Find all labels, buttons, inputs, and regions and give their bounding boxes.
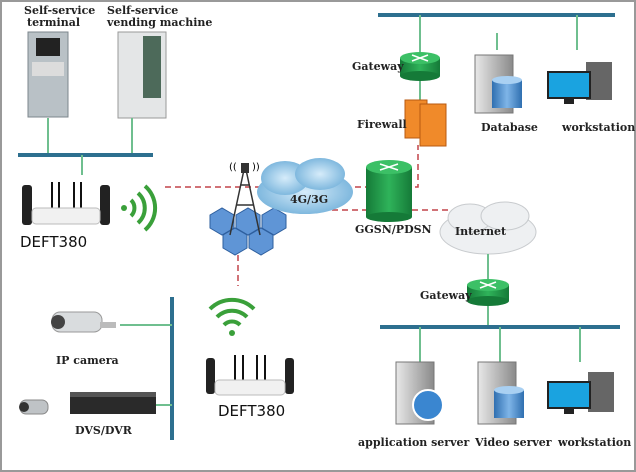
dvr-icon <box>19 392 156 415</box>
terminal-label-2: terminal <box>27 16 80 29</box>
dvr-label: DVS/DVR <box>75 424 133 437</box>
database-label: Database <box>481 121 538 134</box>
workstation-icon <box>547 372 614 414</box>
workstation-bottom-label: workstation <box>557 436 631 449</box>
workstation-icon <box>547 62 612 104</box>
vending-machine-icon <box>117 31 167 119</box>
video-server-label: Video server <box>474 436 552 449</box>
ip-camera-icon <box>51 311 116 333</box>
router-deft380-icon <box>22 182 110 225</box>
firewall-label: Firewall <box>357 118 407 131</box>
vending-label-1: Self-service <box>107 4 178 17</box>
workstation-top-label: workstation <box>561 121 635 134</box>
internet-label: Internet <box>455 225 507 238</box>
svg-text:)): )) <box>252 162 260 173</box>
wifi-icon <box>208 297 256 336</box>
ggsn-label: GGSN/PDSN <box>355 223 432 236</box>
video-server-icon <box>477 361 524 425</box>
gateway-top-label: Gateway <box>352 60 404 73</box>
router-1-label: DEFT380 <box>20 233 87 251</box>
cell-tower-icon: (( )) <box>209 162 287 256</box>
firewall-icon <box>404 99 447 147</box>
internet-cloud <box>439 201 537 255</box>
database-server-icon <box>474 54 522 114</box>
gateway-bottom-label: Gateway <box>420 289 472 302</box>
router-deft380-icon <box>206 355 294 396</box>
app-server-label: application server <box>358 436 469 449</box>
gateway-router-icon <box>400 52 440 81</box>
application-server-icon <box>395 361 444 425</box>
vending-label-2: vending machine <box>106 16 212 29</box>
terminal-label-1: Self-service <box>24 4 95 17</box>
svg-text:((: (( <box>229 162 237 173</box>
gateway-router-icon <box>467 279 509 306</box>
router-2-label: DEFT380 <box>218 402 285 420</box>
ggsn-router-icon <box>366 160 412 222</box>
mobile-network-cloud <box>257 158 353 214</box>
wifi-icon <box>121 184 158 232</box>
atm-terminal-icon <box>27 31 69 118</box>
network-label: 4G/3G <box>290 193 328 206</box>
ip-camera-label: IP camera <box>56 354 119 367</box>
